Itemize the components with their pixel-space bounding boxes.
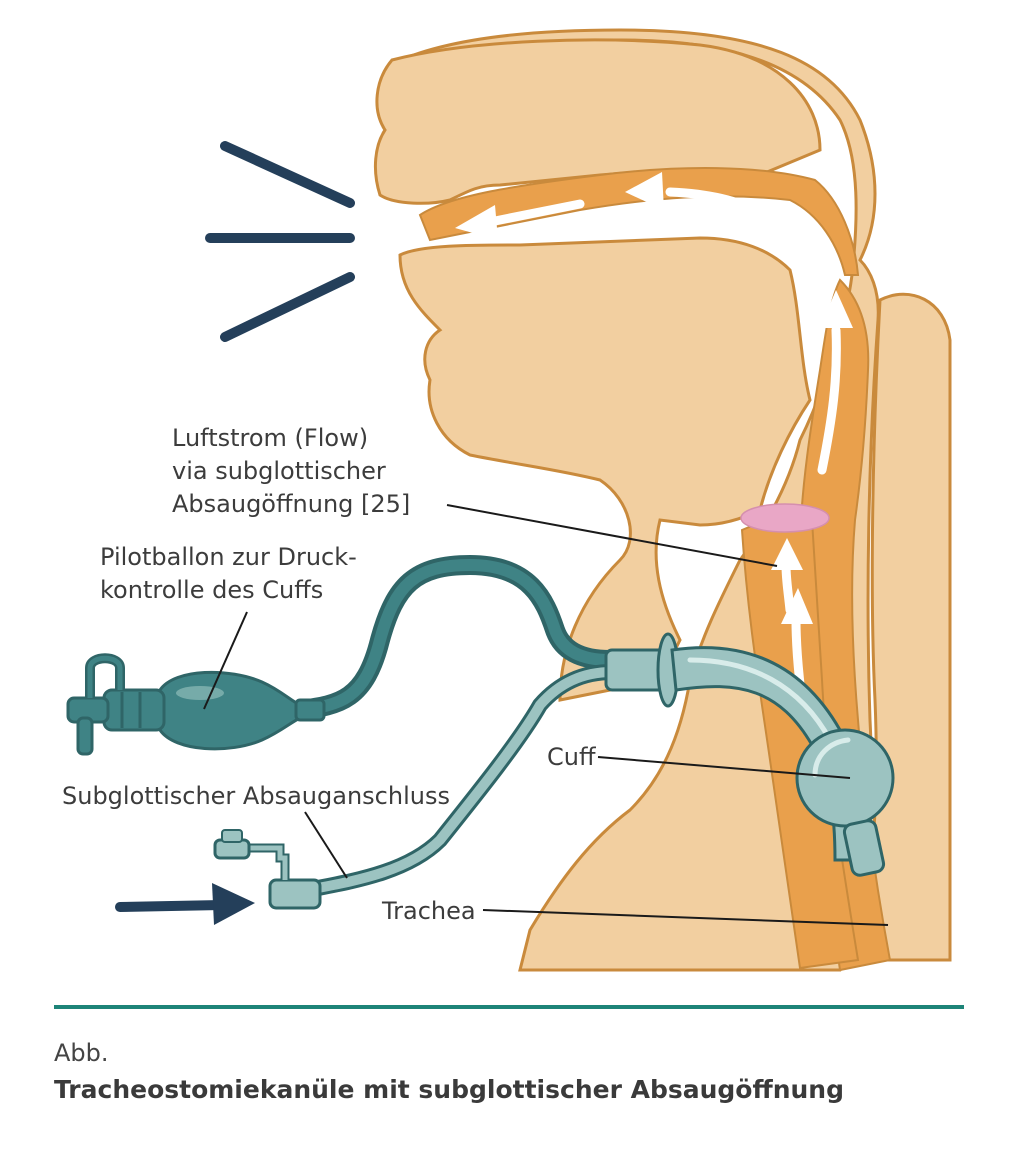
leader-lines	[203, 504, 889, 926]
exhale-lines	[205, 141, 355, 342]
label-airflow-line-3: Absaugöffnung [25]	[172, 490, 410, 518]
lower-face	[398, 236, 812, 702]
airflow-arrowhead-pharynx	[820, 290, 853, 328]
label-airflow-line-1: Luftstrom (Flow)	[172, 424, 368, 452]
tracheostomy-diagram: Luftstrom (Flow) via subglottischer Absa…	[62, 28, 952, 972]
leader-airflow	[446, 504, 778, 567]
leader-cuff	[597, 756, 851, 779]
trachea-channel	[740, 517, 860, 970]
airflow-arrowhead-nasal-1	[455, 205, 498, 240]
suction-connector	[213, 829, 322, 910]
label-airflow: Luftstrom (Flow) via subglottischer Absa…	[172, 424, 410, 518]
caption-title: Tracheostomiekanüle mit subglottischer A…	[54, 1075, 845, 1104]
pilot-balloon	[66, 653, 326, 756]
airflow-arrow-pharynx	[817, 325, 841, 475]
label-pilot-balloon-line-2: kontrolle des Cuffs	[100, 576, 323, 604]
airflow-arrow-nasal-2	[665, 187, 800, 255]
airflow-arrow-nasal-1	[485, 199, 585, 227]
head-neck-silhouette	[374, 28, 952, 972]
airflow-arrow-upper-trachea	[781, 560, 795, 615]
figure-caption: Abb. Tracheostomiekanüle mit subglottisc…	[54, 1036, 974, 1110]
airflow-arrowhead-lower-trachea	[781, 588, 813, 624]
label-trachea: Trachea	[381, 897, 476, 925]
exhale-line-top	[220, 141, 355, 208]
exhale-line-bottom	[220, 272, 355, 342]
leader-suction-port	[304, 811, 348, 879]
label-suction-port: Subglottischer Absauganschluss	[62, 782, 450, 810]
label-pilot-balloon-line-1: Pilotballon zur Druck-	[100, 543, 357, 571]
airflow-arrowhead-nasal-2	[625, 172, 664, 210]
suction-line	[310, 664, 620, 896]
leader-pilot-balloon	[203, 611, 248, 710]
suction-arrow	[115, 883, 255, 925]
caption-prefix: Abb.	[54, 1039, 109, 1067]
leader-trachea	[482, 909, 889, 926]
caption-rule	[54, 1005, 964, 1009]
cannula-tip	[842, 819, 886, 877]
airflow-arrows	[455, 172, 853, 735]
nasal-passage	[418, 167, 860, 276]
label-pilot-balloon: Pilotballon zur Druck- kontrolle des Cuf…	[100, 543, 364, 604]
label-airflow-line-2: via subglottischer	[172, 457, 386, 485]
tracheostomy-cannula	[66, 554, 895, 910]
airflow-arrowhead-upper-trachea	[771, 538, 803, 570]
epiglottis	[740, 503, 830, 533]
head-front	[389, 28, 880, 972]
label-cuff: Cuff	[547, 743, 596, 771]
